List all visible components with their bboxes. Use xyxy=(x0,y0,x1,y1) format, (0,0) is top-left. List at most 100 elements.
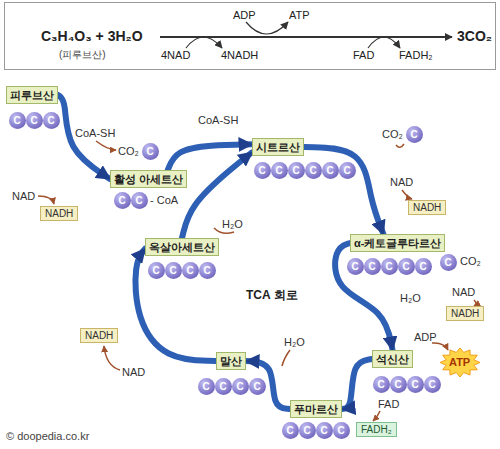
compound-name: 옥살아세트산 xyxy=(149,240,215,254)
cofactor-arrow xyxy=(246,22,288,34)
chem-label: CoA-SH xyxy=(198,114,238,127)
carbon-atom: C xyxy=(232,378,249,395)
carbon-atom: C xyxy=(305,162,322,179)
atom-symbol: C xyxy=(202,381,209,392)
atom-symbol: C xyxy=(419,261,426,272)
cofactor-arrow xyxy=(402,190,412,199)
watermark: © doopedia.co.kr xyxy=(6,430,89,443)
carbon-atom: C xyxy=(26,112,43,129)
cycle-arrow xyxy=(246,361,290,409)
compound-name: 석신산 xyxy=(376,352,409,366)
equation-text: C₃H₄O₃ + 3H₂O xyxy=(41,28,143,45)
equation-text: 4NADH xyxy=(221,49,258,62)
equation-text: 3CO₂ xyxy=(457,28,492,45)
atom-symbol: C xyxy=(428,379,435,390)
atom-symbol: C xyxy=(169,265,176,276)
cofactor-arrow xyxy=(282,350,290,366)
carbon-atom: C xyxy=(198,378,215,395)
compound-box: 활성 아세트산 xyxy=(110,170,187,188)
compound-box: 말산 xyxy=(216,352,246,370)
carbon-atom: C xyxy=(440,254,457,271)
chem-label: NAD xyxy=(122,366,145,379)
carbon-atom: C xyxy=(415,258,432,275)
atom-symbol: C xyxy=(219,381,226,392)
atom-symbol: C xyxy=(275,165,282,176)
cofactor-arrow xyxy=(396,144,404,147)
carbon-atom: C xyxy=(142,143,159,160)
carbon-atom: C xyxy=(249,378,266,395)
equation-text: 4NAD xyxy=(161,49,190,62)
carbon-atom: C xyxy=(43,112,60,129)
carbon-atom: C xyxy=(182,262,199,279)
atom-symbol: C xyxy=(13,115,20,126)
carbon-atom: C xyxy=(254,162,271,179)
chem-label: H₂O xyxy=(400,292,421,305)
atom-symbol: C xyxy=(47,115,54,126)
chem-label: CO₂ xyxy=(118,145,139,158)
atom-symbol: C xyxy=(377,379,384,390)
compound-box: 푸마르산 xyxy=(290,400,342,418)
atom-symbol: C xyxy=(30,115,37,126)
chem-label: TCA 회로 xyxy=(246,288,298,302)
equation-text: (피루브산) xyxy=(59,49,106,61)
atom-symbol: C xyxy=(286,425,293,436)
cofactor-arrow xyxy=(104,346,120,370)
atom-symbol: C xyxy=(394,379,401,390)
carbon-atom: C xyxy=(381,258,398,275)
atom-symbol: C xyxy=(146,146,153,157)
cycle-arrow xyxy=(342,359,372,409)
equation-text: ADP xyxy=(233,9,256,22)
cofactor-arrow xyxy=(368,37,400,48)
chem-label: CO₂ xyxy=(382,128,403,141)
carbon-atom: C xyxy=(288,162,305,179)
atom-symbol: C xyxy=(320,425,327,436)
atom-symbol: C xyxy=(258,165,265,176)
carbon-atom: C xyxy=(347,258,364,275)
chem-label: NAD xyxy=(12,190,35,203)
carbon-atom: C xyxy=(131,192,148,209)
carbon-atom: C xyxy=(398,258,415,275)
atom-symbol: C xyxy=(337,425,344,436)
cofactor-name: NADH xyxy=(413,201,441,214)
atom-symbol: C xyxy=(410,129,417,140)
atom-symbol: C xyxy=(444,257,451,268)
carbon-atom: C xyxy=(165,262,182,279)
carbon-atom: C xyxy=(364,258,381,275)
carbon-atom: C xyxy=(333,422,350,439)
compound-name: α-케토글루타르산 xyxy=(354,236,441,250)
atom-symbol: C xyxy=(303,425,310,436)
compound-name: 시트르산 xyxy=(256,140,300,154)
equation-box: C₃H₄O₃ + 3H₂O(피루브산)ADPATP4NAD4NADHFADFAD… xyxy=(4,2,496,70)
chem-label: CoA-SH xyxy=(75,127,115,140)
atom-symbol: C xyxy=(253,381,260,392)
chem-label: FAD xyxy=(378,398,399,411)
carbon-atom: C xyxy=(390,376,407,393)
atom-symbol: C xyxy=(411,379,418,390)
compound-box: 옥살아세트산 xyxy=(145,238,219,256)
cofactor-name: NADH xyxy=(85,329,113,342)
atom-symbol: C xyxy=(402,261,409,272)
atom-symbol: C xyxy=(368,261,375,272)
chem-label: H₂O xyxy=(284,336,305,349)
compound-box: 석신산 xyxy=(372,350,413,368)
compound-name: 피루브산 xyxy=(10,88,54,102)
cofactor-name: FADH₂ xyxy=(361,423,392,436)
chem-label: CO₂ xyxy=(460,255,481,268)
cofactor-box: FADH₂ xyxy=(356,422,397,437)
carbon-atom: C xyxy=(407,376,424,393)
compound-box: α-케토글루타르산 xyxy=(350,234,445,252)
chem-label: ADP xyxy=(414,331,437,344)
carbon-atom: C xyxy=(424,376,441,393)
equation-text: ATP xyxy=(289,9,310,22)
carbon-atom: C xyxy=(406,126,423,143)
carbon-atom: C xyxy=(9,112,26,129)
cycle-arrow xyxy=(304,147,383,234)
carbon-atom: C xyxy=(282,422,299,439)
atom-symbol: C xyxy=(385,261,392,272)
carbon-atom: C xyxy=(215,378,232,395)
cofactor-arrow xyxy=(186,37,222,48)
carbon-atom: C xyxy=(339,162,356,179)
atom-symbol: C xyxy=(326,165,333,176)
atom-symbol: C xyxy=(203,265,210,276)
chem-label: NAD xyxy=(390,176,413,189)
